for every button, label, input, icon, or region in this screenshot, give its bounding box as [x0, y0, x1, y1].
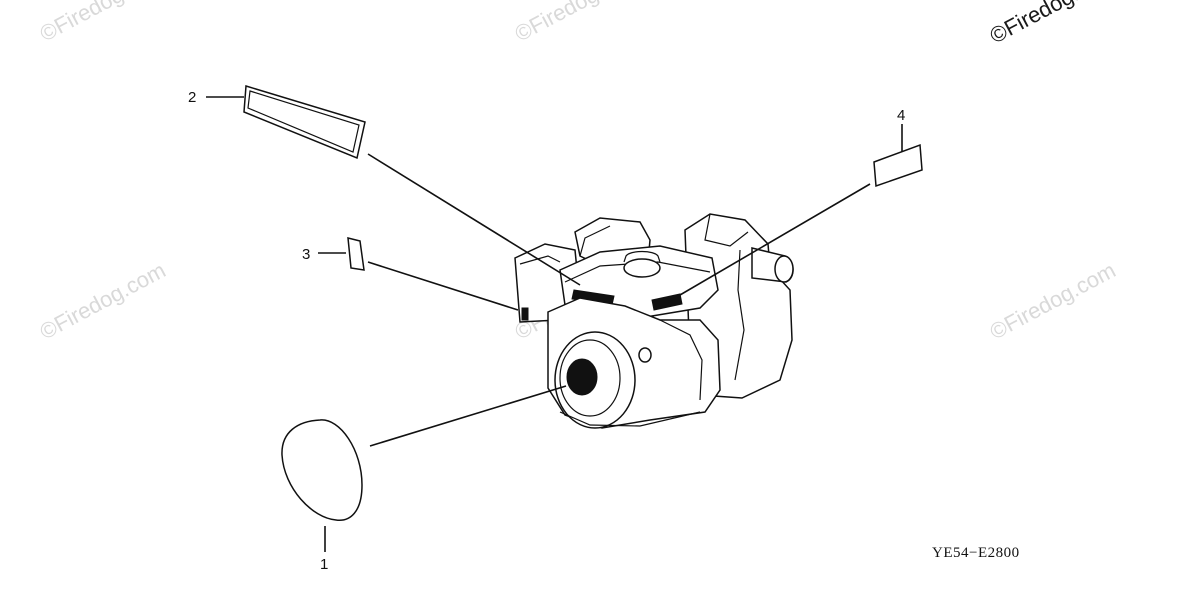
diagram-code: YE54−E2800	[932, 545, 1020, 561]
watermark-mid-right: ©Firedog.com	[986, 257, 1120, 344]
watermark-top-left: ©Firedog.com	[36, 0, 170, 46]
leader-line-1-to-engine	[369, 385, 567, 447]
callout-4: 4	[897, 107, 905, 124]
leader-line-4-to-engine	[667, 183, 871, 303]
engine-label-small	[521, 307, 529, 321]
watermark-top-center: ©Firedog.com	[511, 0, 645, 46]
leader-line-3-to-engine	[367, 261, 519, 311]
callout-3: 3	[302, 246, 310, 263]
engine-illustration	[514, 213, 794, 429]
engine-front-port	[566, 358, 598, 396]
part-4-rect-label	[873, 143, 923, 188]
leader-line-2-to-engine	[367, 153, 581, 286]
callout-2: 2	[188, 89, 196, 106]
part-2-rect-label	[243, 85, 366, 160]
part-3-small-label	[347, 237, 365, 271]
watermark-mid-left: ©Firedog.com	[36, 257, 170, 344]
callout-1: 1	[320, 556, 328, 573]
part-1-round-label	[281, 419, 363, 521]
watermark-top-right: ©Firedog.com	[986, 0, 1120, 48]
